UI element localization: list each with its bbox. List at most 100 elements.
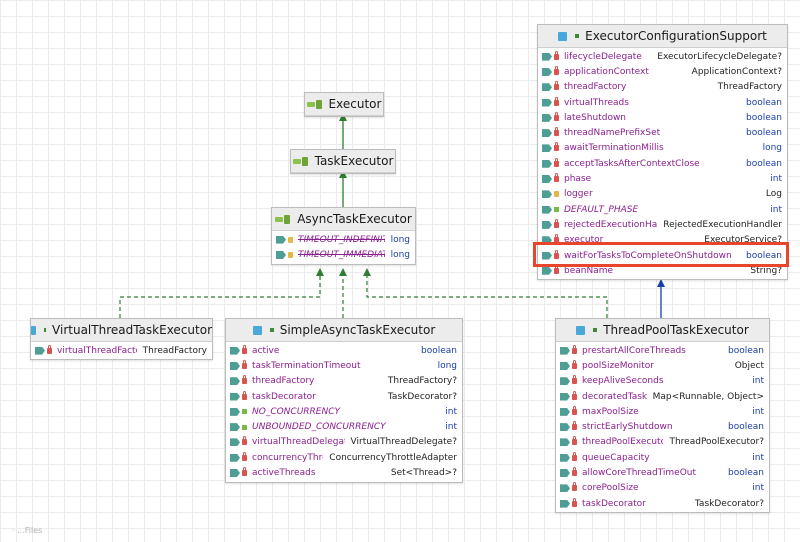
field-row[interactable]: rejectedExecutionHandlerRejectedExecutio… [538, 217, 787, 232]
field-type: int [752, 483, 764, 494]
field-type: Object [734, 360, 764, 371]
field-row[interactable]: TIMEOUT_IMMEDIATE long [272, 247, 415, 262]
lock-icon [554, 173, 559, 183]
lock-icon [242, 344, 247, 354]
class-executor[interactable]: Executor [304, 92, 384, 117]
field-icon [542, 175, 552, 184]
field-type: ThreadFactory? [387, 376, 457, 387]
field-icon [542, 220, 552, 229]
class-virtual-thread-task-executor[interactable]: VirtualThreadTaskExecutor virtualThreadF… [30, 318, 213, 361]
field-icon [230, 392, 240, 401]
field-name: prestartAllCoreThreads [582, 345, 686, 356]
lock-icon [572, 436, 577, 446]
field-type: boolean [728, 345, 764, 356]
field-name: active [252, 345, 280, 356]
class-title: ThreadPoolTaskExecutor [603, 323, 749, 337]
lock-icon [554, 218, 559, 228]
lock-icon [242, 390, 247, 400]
field-name: threadNamePrefixSet [564, 128, 661, 139]
field-name: maxPoolSize [582, 406, 639, 417]
lock-icon [554, 157, 559, 167]
field-name: poolSizeMonitor [582, 360, 654, 371]
field-type: ThreadFactory [717, 82, 782, 93]
field-name: activeThreads [252, 468, 316, 479]
field-icon [230, 377, 240, 386]
field-type: boolean [728, 468, 764, 479]
lock-icon [554, 65, 559, 75]
field-type: ApplicationContext? [691, 66, 782, 77]
field-row[interactable]: poolSizeMonitor Object [556, 358, 769, 373]
class-modifier-icon [575, 34, 580, 38]
field-row[interactable]: threadFactory ThreadFactory? [226, 374, 462, 389]
field-name: NO_CONCURRENCY [252, 406, 340, 417]
class-icon [252, 325, 262, 335]
lock-icon [554, 264, 559, 274]
field-icon [230, 407, 240, 416]
lock-icon [572, 359, 577, 369]
field-row[interactable]: concurrencyThrottleConcurrencyThrottleAd… [226, 450, 462, 465]
lock-icon [554, 96, 559, 106]
lock-icon [572, 405, 577, 415]
implements-edge-virtual [119, 273, 321, 318]
class-thread-pool-task-executor[interactable]: ThreadPoolTaskExecutor prestartAllCoreTh… [555, 318, 770, 514]
field-type: TaskDecorator? [694, 498, 764, 509]
field-type: long [390, 249, 410, 260]
field-name: threadFactory [252, 376, 315, 387]
field-icon [542, 266, 552, 275]
field-name: TIMEOUT_IMMEDIATE [298, 249, 385, 260]
field-row-highlighted[interactable]: waitForTasksToCompleteOnShutdown boolean [538, 248, 787, 263]
field-type: ThreadFactory [142, 345, 207, 356]
field-icon [542, 236, 552, 245]
lock-icon [47, 344, 52, 354]
class-header: Executor [305, 93, 383, 116]
static-icon [242, 424, 247, 430]
field-row[interactable]: virtualThreadFactoryThreadFactory [31, 343, 212, 358]
class-modifier-icon [593, 328, 598, 332]
implements-arrowhead [316, 268, 324, 276]
field-type: VirtualThreadDelegate? [350, 437, 457, 448]
field-type: boolean [746, 250, 782, 261]
field-icon [276, 235, 286, 244]
lock-icon [572, 421, 577, 431]
field-row[interactable]: prestartAllCoreThreads boolean [556, 343, 769, 358]
field-name: taskDecorator [252, 391, 316, 402]
field-row[interactable]: decoratedTaskMapMap<Runnable, Object> [556, 389, 769, 404]
class-executor-configuration-support[interactable]: ExecutorConfigurationSupport lifecycleDe… [537, 24, 788, 281]
class-task-executor[interactable]: TaskExecutor [290, 149, 396, 174]
unlock-icon [288, 236, 293, 243]
interface-icon [306, 99, 323, 109]
field-name: waitForTasksToCompleteOnShutdown [564, 250, 732, 261]
field-icon [230, 438, 240, 447]
class-title: Executor [328, 97, 382, 111]
